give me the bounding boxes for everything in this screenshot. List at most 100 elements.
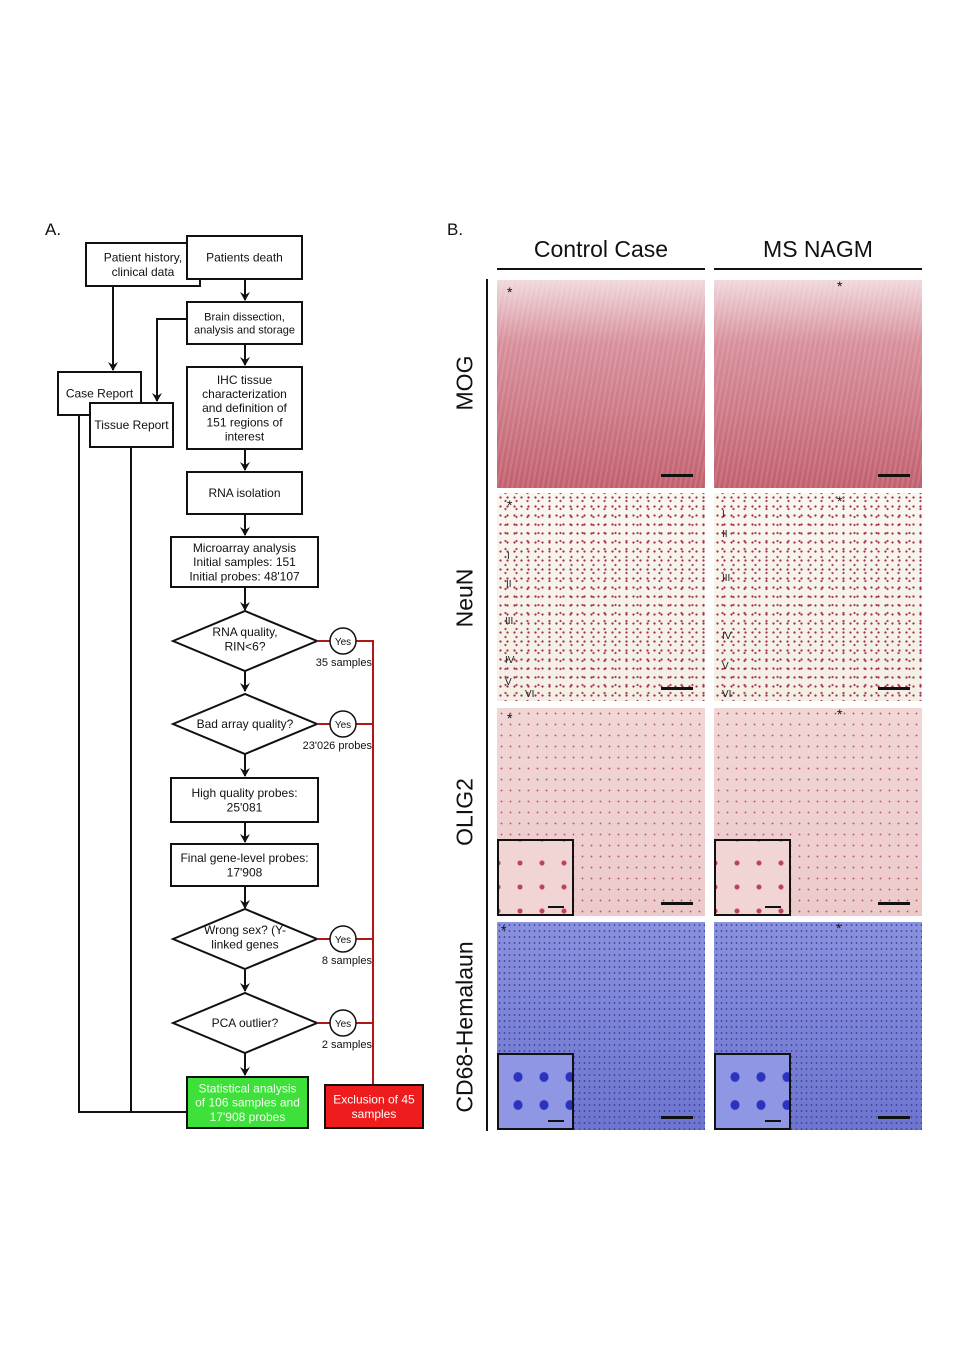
box-label-ihc: IHC tissue — [217, 373, 273, 387]
box-label-brain_dissection: Brain dissection, — [204, 311, 285, 323]
box-label-ihc: and definition of — [202, 401, 287, 415]
scale-bar — [661, 474, 693, 477]
box-label-statistical: 17'908 probes — [210, 1110, 286, 1124]
box-label-ihc: 151 regions of — [206, 415, 283, 429]
decision-question: linked genes — [211, 937, 278, 951]
pial-surface-marker: * — [837, 708, 843, 722]
box-label-patients_death: Patients death — [206, 251, 283, 265]
micrograph-cd68-control: * — [497, 922, 705, 1130]
box-label-ihc: characterization — [202, 387, 287, 401]
pial-surface-marker: * — [837, 493, 843, 509]
micrograph-olig2-control: * — [497, 708, 705, 916]
box-label-final_gene: Final gene-level probes: — [180, 851, 308, 865]
yes-label: Yes — [335, 720, 351, 731]
yes-circle — [329, 710, 357, 738]
column-header-ms: MS NAGM — [763, 236, 873, 262]
box-label-exclusion: Exclusion of 45 — [333, 1093, 415, 1107]
box-label-case_report: Case Report — [66, 387, 134, 401]
micrograph-neun-ms: * I II III IV V VI — [714, 493, 922, 701]
box-rna_isolation — [186, 471, 303, 515]
layer-label: I — [507, 551, 510, 562]
panel-b-label: B. — [447, 220, 464, 239]
layer-label: V — [722, 661, 729, 672]
pial-surface-marker: * — [836, 922, 842, 936]
box-label-patient_history: Patient history, — [104, 251, 182, 265]
scale-bar — [765, 906, 781, 908]
exclusion-line — [356, 640, 374, 1085]
layer-label: III — [505, 616, 514, 627]
yes-circle — [329, 627, 357, 655]
box-label-final_gene: 17'908 — [227, 865, 263, 879]
row-label-olig2: OLIG2 — [451, 778, 478, 846]
box-label-ihc: interest — [225, 430, 265, 444]
yes-circle — [329, 925, 357, 953]
micrograph-olig2-ms: * — [714, 708, 922, 916]
scale-bar — [878, 687, 910, 690]
box-label-patient_history: clinical data — [112, 265, 175, 279]
scale-bar — [661, 902, 693, 905]
box-label-microarray: Initial probes: 48'107 — [189, 569, 300, 583]
box-label-statistical: of 106 samples and — [195, 1096, 300, 1110]
micrograph-mog-control: * — [497, 280, 705, 488]
pial-surface-marker: * — [507, 497, 513, 513]
layer-label: IV — [722, 631, 732, 642]
decision-question: PCA outlier? — [212, 1016, 279, 1030]
column-underline — [714, 268, 922, 270]
scale-bar — [548, 906, 564, 908]
layer-label: II — [506, 579, 512, 590]
arrow — [152, 318, 187, 402]
pial-surface-marker: * — [837, 280, 843, 294]
micrograph-neun-control: * I II III IV V VI — [497, 493, 705, 701]
scale-bar — [661, 1116, 693, 1119]
inset-magnified — [497, 839, 574, 916]
layer-label: III — [722, 573, 731, 584]
box-high_quality — [170, 777, 319, 823]
flowchart: Patient history,clinical data Patients de… — [57, 235, 424, 1129]
inset-magnified — [714, 839, 791, 916]
box-label-brain_dissection: analysis and storage — [194, 324, 295, 336]
box-tissue_report — [89, 402, 174, 448]
yes-label: Yes — [335, 935, 351, 946]
excluded-count: 23'026 probes — [303, 740, 373, 752]
decision-question: Wrong sex? (Y- — [204, 923, 286, 937]
column-underline — [497, 268, 705, 270]
box-label-microarray: Microarray analysis — [193, 541, 296, 555]
connector — [78, 415, 187, 1113]
excluded-count: 35 samples — [316, 657, 373, 669]
decision-question: RIN<6? — [224, 639, 265, 653]
excluded-count: 8 samples — [322, 955, 373, 967]
box-label-exclusion: samples — [352, 1107, 397, 1121]
box-final_gene — [170, 843, 319, 887]
box-brain_dissection — [186, 301, 303, 345]
box-label-rna_isolation: RNA isolation — [208, 486, 280, 500]
scale-bar — [878, 474, 910, 477]
pial-surface-marker: * — [507, 710, 513, 726]
scale-bar — [878, 1116, 910, 1119]
box-label-microarray: Initial samples: 151 — [193, 555, 296, 569]
layer-label: I — [722, 509, 725, 520]
layer-label: VI — [525, 689, 535, 700]
inset-magnified — [497, 1053, 574, 1130]
row-label-cd68: CD68-Hemalaun — [451, 941, 478, 1113]
box-statistical — [186, 1076, 309, 1129]
row-label-neun: NeuN — [451, 568, 478, 628]
box-patients_death — [186, 235, 303, 280]
decision-question: Bad array quality? — [197, 717, 294, 731]
scale-bar — [878, 902, 910, 905]
layer-label: IV — [505, 655, 515, 666]
pial-surface-marker: * — [501, 922, 507, 938]
column-header-control: Control Case — [533, 236, 669, 262]
box-ihc — [186, 366, 303, 450]
inset-magnified — [714, 1053, 791, 1130]
box-label-statistical: Statistical analysis — [198, 1082, 296, 1096]
excluded-count: 2 samples — [322, 1039, 373, 1051]
micrograph-cd68-ms: * — [714, 922, 922, 1130]
decision-question: RNA quality, — [212, 625, 277, 639]
scale-bar — [661, 687, 693, 690]
row-divider — [486, 279, 488, 1131]
panel-a-label: A. — [45, 220, 62, 239]
layer-label: VI — [722, 689, 732, 700]
scale-bar — [765, 1120, 781, 1122]
layer-label: II — [722, 529, 728, 540]
